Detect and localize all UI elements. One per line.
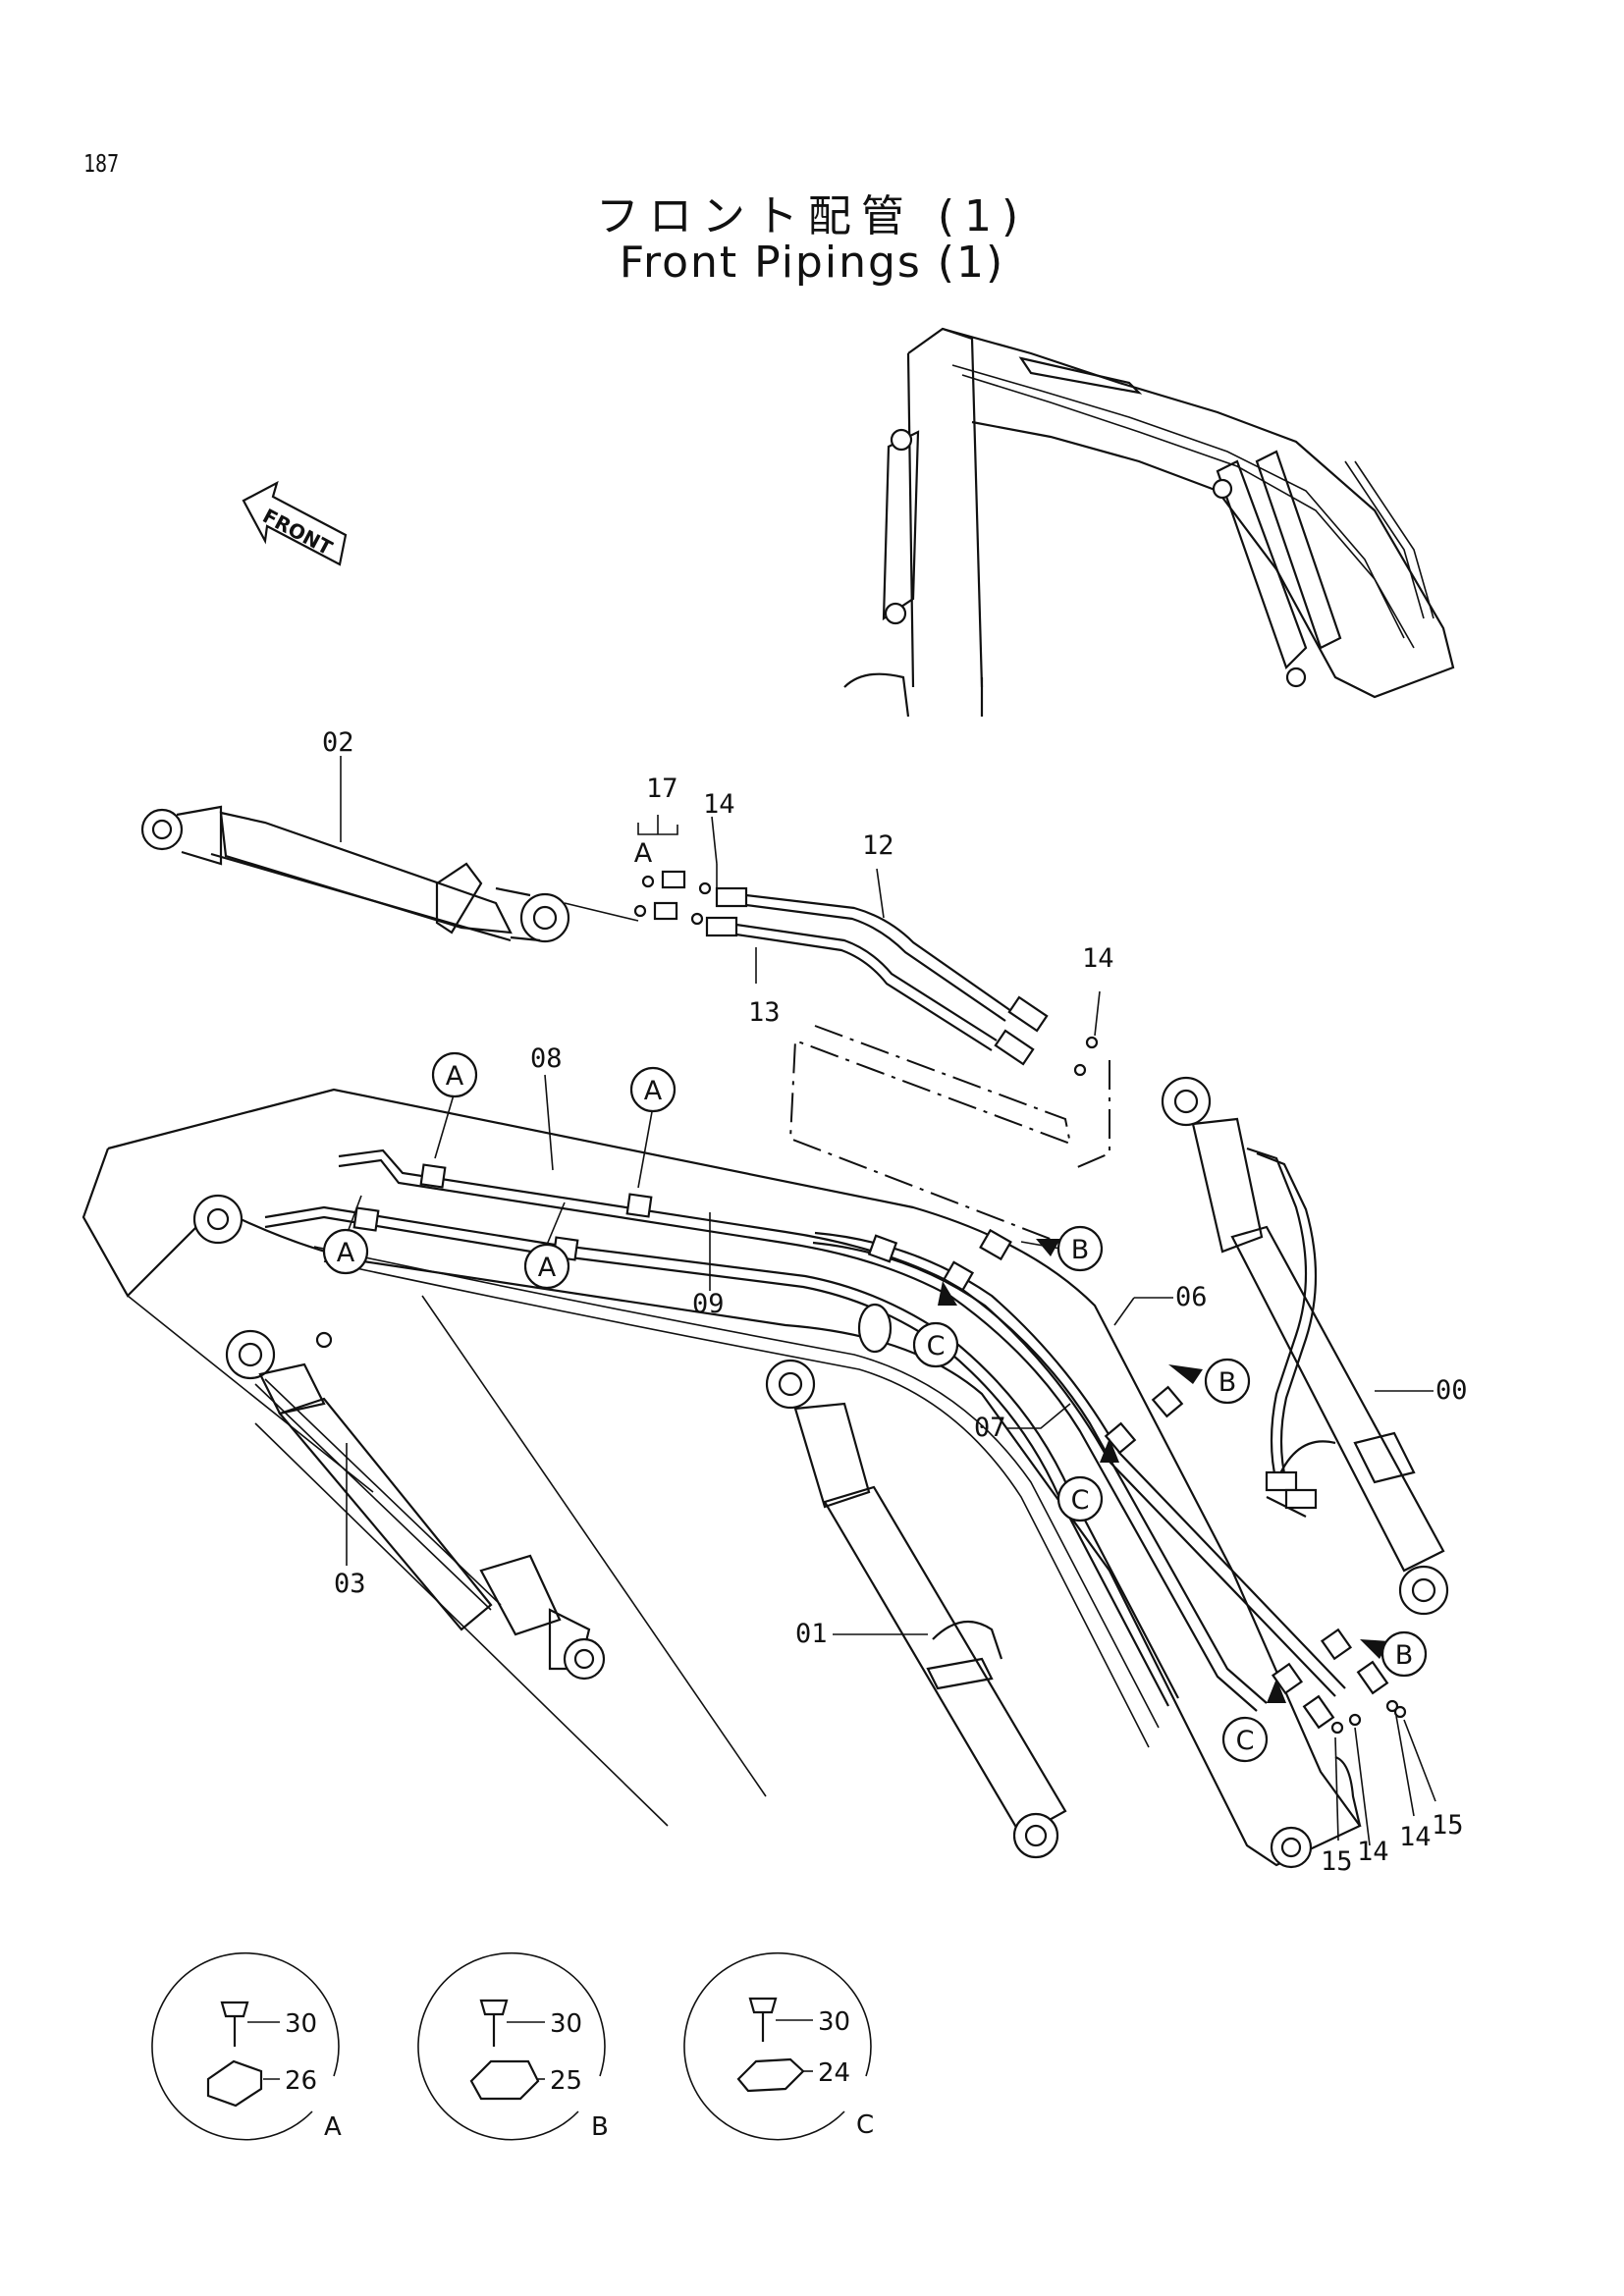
page-title-english: Front Pipings (1)	[619, 238, 1005, 288]
clamp-callout-c: C	[1221, 1679, 1286, 1763]
clamp-callout-label: B	[1218, 1367, 1237, 1398]
clamp-callout-a: A	[629, 1066, 677, 1189]
label-part-03: 03	[334, 1569, 366, 1599]
boom-structure	[81, 1088, 1362, 1869]
clamp-callout-a: A	[523, 1201, 570, 1290]
clamp-callout-label: C	[1071, 1485, 1090, 1516]
clamp-callout-label: A	[446, 1061, 464, 1092]
part-00-cylinder	[1161, 1076, 1449, 1616]
part-02-cylinder	[140, 805, 639, 943]
clamp-callout-b: B	[1360, 1630, 1428, 1678]
part-number-labels: 02 17 14 12 13 14 08 09 06 07 00 03 01 1…	[322, 727, 1468, 1877]
detail-c-letter: C	[856, 2110, 874, 2140]
label-part-14: 14	[703, 789, 735, 820]
label-part-01: 01	[795, 1619, 828, 1649]
label-part-07: 07	[974, 1413, 1006, 1443]
clamp-callouts: A A A A B B B	[322, 838, 1428, 1763]
front-label: FRONT	[259, 504, 337, 560]
detail-a-bolt-label: 30	[285, 2009, 317, 2039]
label-part-17: 17	[646, 774, 678, 804]
leader-lines	[340, 756, 1436, 1846]
detail-view-b: 30 25 B	[417, 1951, 609, 2142]
clamp-callout-label: C	[1236, 1726, 1255, 1756]
clamp-callout-c: C	[912, 1281, 959, 1368]
label-part-12: 12	[862, 830, 894, 861]
detail-b-bolt-label: 30	[550, 2009, 582, 2039]
clamp-callout-label: A	[538, 1253, 557, 1283]
front-arrow-icon: FRONT	[242, 480, 348, 566]
label-part-00: 00	[1435, 1375, 1468, 1406]
detail-c-clamp-label: 24	[818, 2058, 850, 2088]
clamp-callout-a: A	[431, 1051, 478, 1159]
label-part-15: 15	[1432, 1810, 1464, 1841]
clamp-callout-label: A	[644, 1076, 663, 1106]
clamp-callout-label: C	[927, 1331, 946, 1362]
clamp-callout-a: A	[322, 1195, 369, 1275]
pipes-08-09	[264, 1148, 1407, 1735]
clamp-callout-b: B	[1168, 1358, 1251, 1405]
part-03-cylinder	[225, 1329, 606, 1681]
page-title-japanese: フロント配管 (1)	[595, 191, 1029, 241]
label-part-06: 06	[1175, 1282, 1208, 1312]
clamp-callout-b: B	[1020, 1225, 1104, 1272]
label-part-14: 14	[1399, 1822, 1432, 1852]
label-part-13: 13	[748, 997, 781, 1028]
detail-b-clamp-label: 25	[550, 2066, 582, 2096]
detail-view-c: 30 24 C	[683, 1951, 874, 2141]
label-part-08: 08	[530, 1043, 563, 1074]
label-part-14: 14	[1357, 1837, 1389, 1867]
reference-lines	[788, 1025, 1110, 1248]
clamp-callout-c: C	[1056, 1438, 1119, 1522]
label-part-14: 14	[1082, 943, 1114, 974]
group-17-callout-label: A	[634, 838, 653, 869]
detail-view-a: 30 26 A	[151, 1951, 342, 2142]
clamp-callout-label: B	[1395, 1640, 1414, 1671]
label-part-15: 15	[1321, 1846, 1353, 1877]
detail-c-bolt-label: 30	[818, 2007, 850, 2037]
part-01-cylinder	[765, 1303, 1067, 1859]
detail-b-letter: B	[591, 2112, 609, 2142]
clamp-callout-label: A	[337, 1238, 355, 1268]
fittings-and-hoses-12-13	[633, 815, 1099, 1077]
clamp-callout-label: B	[1071, 1235, 1090, 1265]
label-part-02: 02	[322, 727, 354, 758]
label-part-09: 09	[692, 1289, 725, 1319]
detail-a-clamp-label: 26	[285, 2066, 317, 2096]
page-number: 187	[83, 149, 120, 178]
detail-a-letter: A	[324, 2112, 342, 2142]
excavator-overview	[843, 327, 1455, 718]
